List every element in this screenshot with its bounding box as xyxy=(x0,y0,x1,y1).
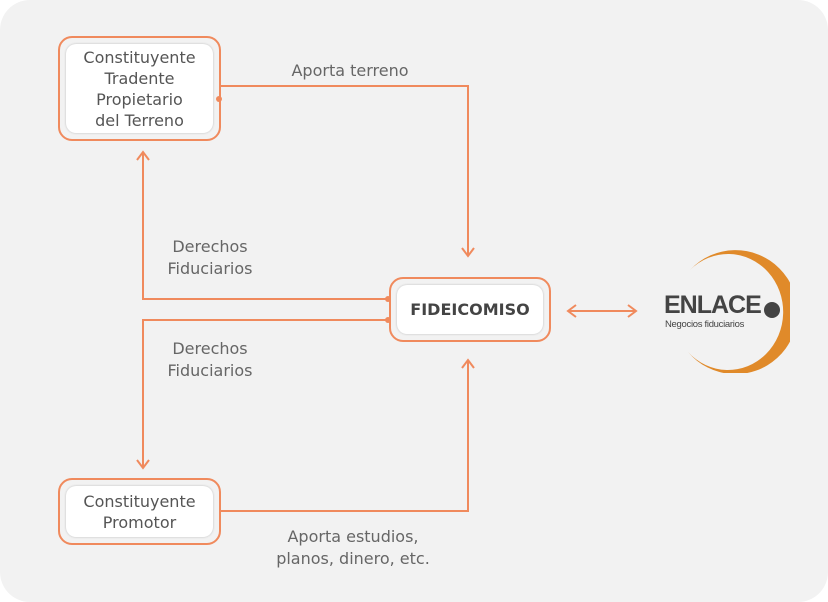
rights1-connector xyxy=(142,152,388,300)
node-developer-label: Constituyente Promotor xyxy=(66,486,213,537)
node-trust: FIDEICOMISO xyxy=(389,277,551,342)
node-landowner-label: Constituyente Tradente Propietario del T… xyxy=(66,44,213,133)
logo-crescent-icon xyxy=(688,250,790,373)
node-trust-label: FIDEICOMISO xyxy=(397,285,543,334)
land-connector xyxy=(220,85,469,255)
edge-label-rights2: Derechos Fiduciarios xyxy=(167,339,253,380)
studies-arrowhead xyxy=(461,358,475,369)
land-arrowhead xyxy=(461,247,475,258)
rights2-connector xyxy=(142,319,388,468)
enlace-logo: ENLACE Negocios fiduciarios xyxy=(660,248,790,373)
rights1-arrowhead xyxy=(136,150,150,161)
rights2-arrowhead xyxy=(136,459,150,470)
edge-label-rights1: Derechos Fiduciarios xyxy=(167,237,253,278)
node-landowner: Constituyente Tradente Propietario del T… xyxy=(58,36,221,141)
double-arrow xyxy=(566,304,638,318)
edge-label-studies: Aporta estudios, planos, dinero, etc. xyxy=(276,527,430,568)
node-developer: Constituyente Promotor xyxy=(58,478,221,545)
logo-name: ENLACE xyxy=(664,291,762,319)
edge-label-land: Aporta terreno xyxy=(291,61,409,80)
logo-tagline: Negocios fiduciarios xyxy=(665,319,745,330)
studies-connector xyxy=(220,360,469,512)
